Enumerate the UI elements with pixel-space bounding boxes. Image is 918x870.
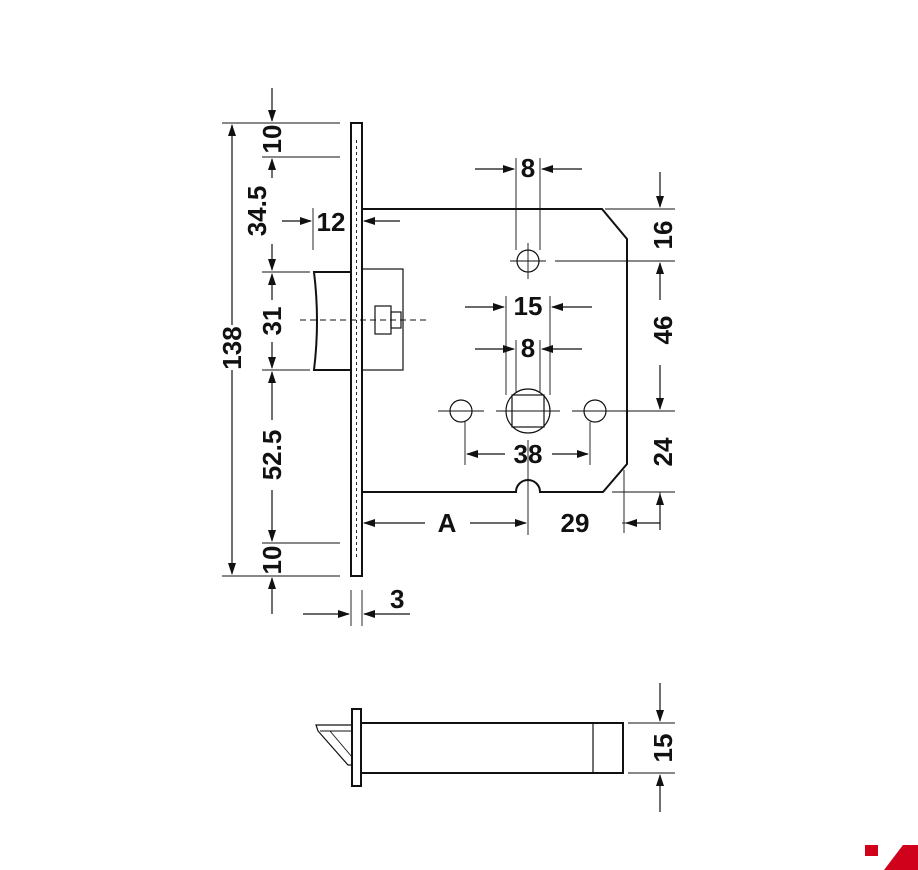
- dim-15-side: 15: [648, 734, 678, 763]
- side-latch: [315, 724, 352, 766]
- latch-housing: [361, 268, 404, 371]
- dim-46: 46: [648, 316, 678, 345]
- dim-52-5: 52.5: [257, 430, 287, 481]
- dim-8-top: 8: [521, 153, 535, 183]
- dim-34-5: 34.5: [242, 186, 272, 237]
- dim-8-mid: 8: [521, 333, 535, 363]
- dim-31: 31: [257, 307, 287, 336]
- latch-bolt: [312, 271, 352, 371]
- dim-24: 24: [648, 437, 678, 466]
- dimension-labels: 10 34.5 12 31 138 52.5 10 3 8 15 8 38 A …: [217, 125, 678, 763]
- dim-10-bottom: 10: [257, 546, 287, 575]
- lock-case: [362, 208, 628, 493]
- dim-15-spacing: 15: [514, 291, 543, 321]
- dim-29: 29: [561, 508, 590, 538]
- dim-38: 38: [514, 439, 543, 469]
- side-view: [315, 683, 675, 812]
- dim-138: 138: [217, 326, 247, 369]
- side-forend: [351, 708, 362, 787]
- dimension-lines: [222, 88, 675, 626]
- dim-A: A: [438, 508, 457, 538]
- dim-10-top: 10: [257, 125, 287, 154]
- side-case: [360, 722, 624, 774]
- brand-logo: [865, 845, 918, 870]
- dim-12: 12: [317, 207, 346, 237]
- dim-3: 3: [390, 584, 404, 614]
- front-view: [300, 122, 628, 577]
- dim-16: 16: [648, 221, 678, 250]
